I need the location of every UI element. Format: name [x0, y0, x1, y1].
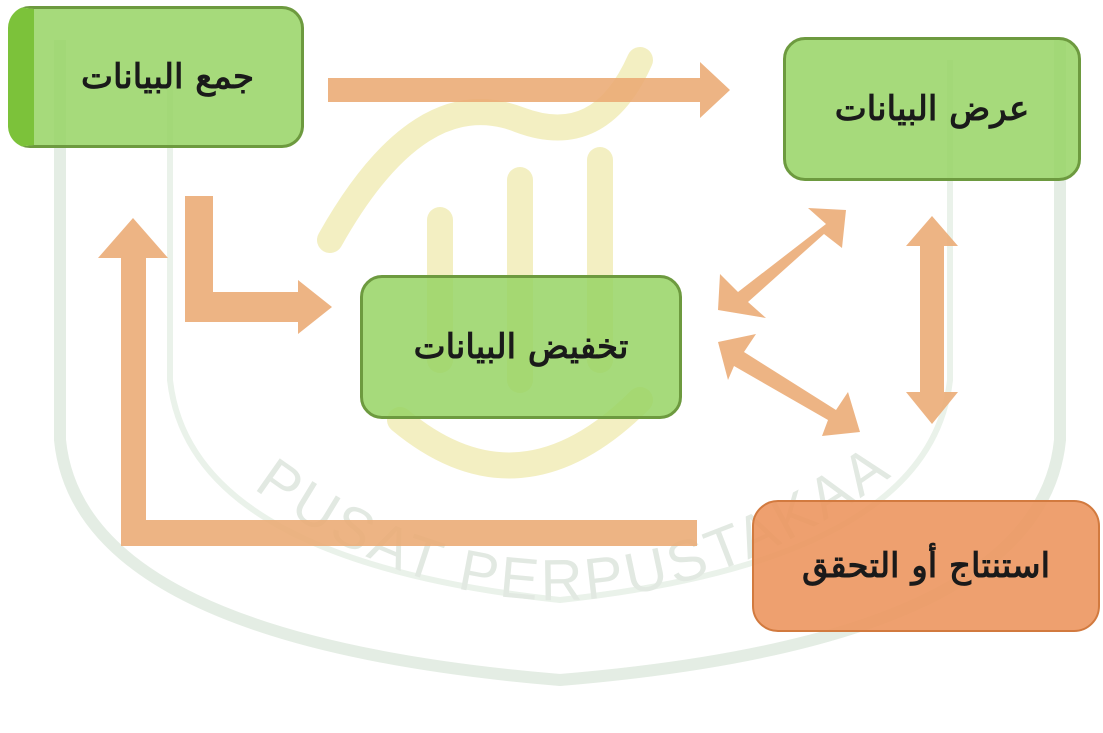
arrow-display-conclude: [906, 216, 958, 424]
node-reduce-label: تخفيض البيانات: [413, 327, 629, 367]
arrow-reduce-conclude: [718, 334, 860, 436]
arrow-reduce-display: [718, 208, 846, 318]
node-conclude-label: استنتاج أو التحقق: [801, 546, 1051, 586]
watermark-seal-inner: [167, 60, 953, 604]
arrow-conclude-to-collect: [98, 218, 697, 546]
node-conclusion-verification: استنتاج أو التحقق: [752, 500, 1100, 632]
node-collect-label: جمع البيانات: [80, 57, 255, 97]
arrow-collect-to-reduce: [185, 196, 332, 334]
arrow-collect-to-display: [328, 62, 730, 118]
node-display-label: عرض البيانات: [834, 89, 1030, 129]
node-display-data: عرض البيانات: [783, 37, 1081, 181]
node-reduce-data: تخفيض البيانات: [360, 275, 682, 419]
node-collect-data: جمع البيانات: [8, 6, 304, 148]
